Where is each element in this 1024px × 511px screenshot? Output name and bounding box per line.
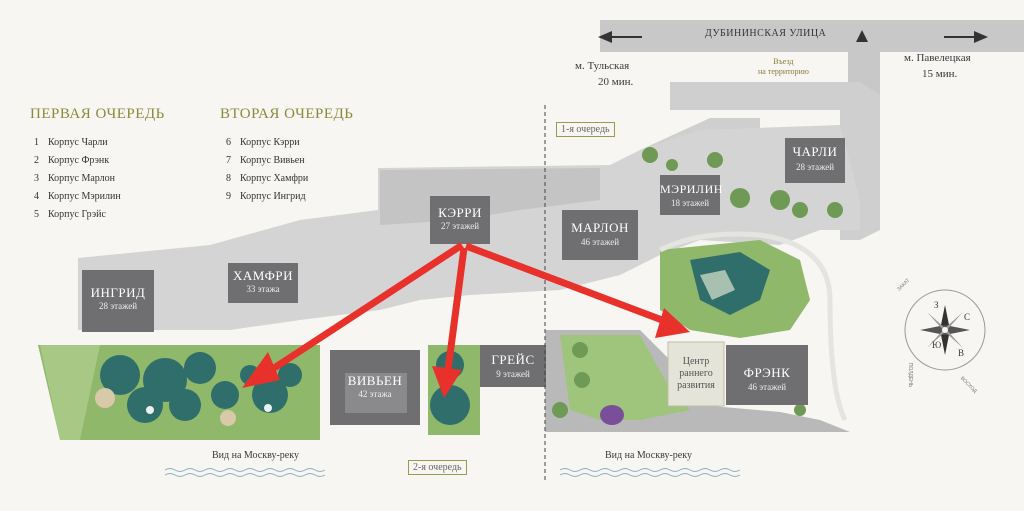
phase2-tag: 2-я очередь	[408, 460, 467, 475]
building-ingrid	[82, 270, 154, 332]
compass-east: В	[958, 348, 965, 358]
compass-rose	[904, 289, 986, 371]
view-right-label: Вид на Москву-реку	[605, 450, 692, 461]
center-box	[667, 341, 725, 407]
metro-tulskaya: м. Тульская	[575, 60, 630, 72]
right-park	[545, 240, 850, 432]
ingrid-floors: 28 этажей	[98, 301, 138, 311]
charli-name: ЧАРЛИ	[792, 144, 838, 159]
frenk-floors: 46 этажей	[747, 382, 787, 392]
merilin-floors: 18 этажей	[670, 198, 710, 208]
phase1-tag: 1-я очередь	[556, 122, 615, 137]
compass-south: Ю	[932, 340, 942, 350]
building-hamfri	[228, 263, 298, 303]
merilin-name: МЭРИЛИН	[660, 182, 723, 196]
center-label: Центр раннего развития	[677, 356, 715, 391]
metro-paveletskaya-time: 15 мин.	[922, 68, 958, 80]
direction-arrows	[242, 242, 690, 398]
marlon-name: МАРЛОН	[571, 220, 629, 235]
metro-tulskaya-time: 20 мин.	[598, 76, 634, 88]
kerri-name: КЭРРИ	[438, 205, 482, 220]
building-greis	[480, 345, 546, 387]
vivien-courtyard	[345, 373, 407, 413]
building-frenk	[726, 345, 808, 405]
first-queue-title: ПЕРВАЯ ОЧЕРЕДЬ	[30, 106, 165, 122]
ingrid-name: ИНГРИД	[90, 285, 146, 300]
greis-floors: 9 этажей	[496, 369, 530, 379]
middle-park	[428, 345, 480, 435]
charli-floors: 28 этажей	[795, 162, 835, 172]
building-merilin	[660, 175, 720, 215]
compass-north: С	[964, 312, 971, 322]
frenk-name: ФРЭНК	[743, 365, 791, 380]
building-marlon	[562, 210, 638, 260]
hamfri-floors: 33 этажа	[246, 284, 280, 294]
compass-noon: ПОЛДЕНЬ	[907, 362, 914, 388]
second-queue-title: ВТОРАЯ ОЧЕРЕДЬ	[220, 106, 354, 122]
greis-name: ГРЕЙС	[491, 352, 535, 367]
street-name: ДУБИНИНСКАЯ УЛИЦА	[705, 28, 827, 39]
building-charli	[785, 138, 845, 183]
building-kerri	[430, 196, 490, 244]
kerri-floors: 27 этажей	[440, 221, 480, 231]
hamfri-name: ХАМФРИ	[232, 268, 294, 283]
compass-west: З	[934, 300, 939, 310]
marlon-floors: 46 этажей	[580, 237, 620, 247]
vivien-floors: 42 этажа	[358, 389, 392, 399]
vivien-name: ВИВЬЕН	[347, 373, 403, 388]
trees	[552, 147, 843, 418]
ring-path	[658, 231, 848, 422]
entry-label: Въезд на территорию	[758, 57, 809, 76]
view-left-label: Вид на Москву-реку	[212, 450, 299, 461]
river-waves	[164, 468, 741, 477]
left-park	[38, 345, 320, 440]
metro-paveletskaya: м. Павелецкая	[904, 52, 971, 64]
